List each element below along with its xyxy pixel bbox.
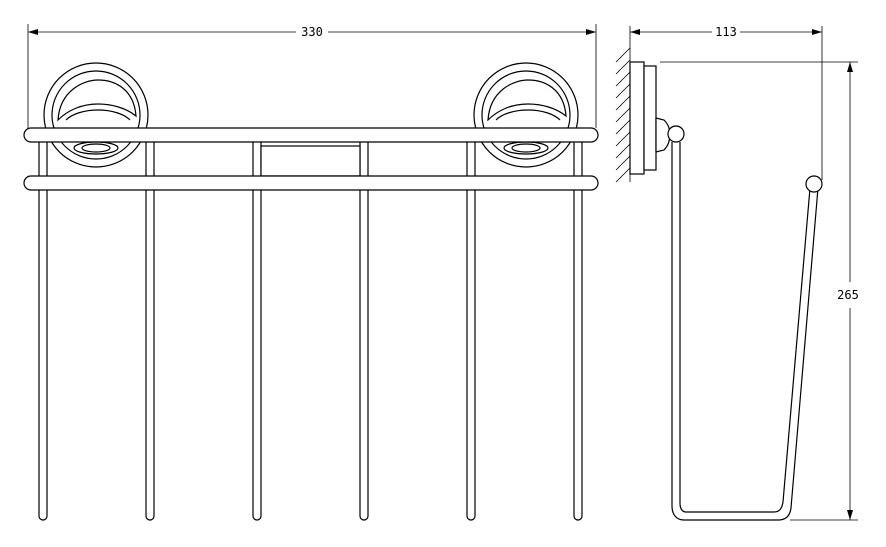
depth-dimension-label: 113 [715, 25, 737, 39]
basket-wires [38, 135, 583, 521]
side-view: 113 265 [615, 25, 859, 521]
wire-1 [38, 135, 48, 521]
front-view: 330 [23, 24, 599, 521]
upper-rail [23, 127, 599, 143]
side-wall-plate [629, 61, 657, 175]
side-bracket [655, 117, 685, 153]
depth-dimension: 113 [629, 25, 823, 180]
width-arrow-right [586, 29, 596, 35]
wire-2 [145, 135, 155, 521]
wire-3 [252, 135, 262, 521]
wire-5 [466, 135, 476, 521]
wire-6 [573, 135, 583, 521]
lower-rail [23, 175, 599, 191]
width-arrow-left [28, 29, 38, 35]
right-wall-mount [473, 62, 579, 168]
wire-4 [359, 135, 369, 521]
wall-hatching [615, 44, 631, 183]
height-dimension-label: 265 [837, 288, 859, 302]
height-dimension: 265 [660, 61, 859, 521]
side-basket-profile [671, 142, 823, 521]
width-dimension: 330 [27, 24, 597, 128]
left-wall-mount [43, 62, 149, 168]
width-dimension-label: 330 [301, 25, 323, 39]
